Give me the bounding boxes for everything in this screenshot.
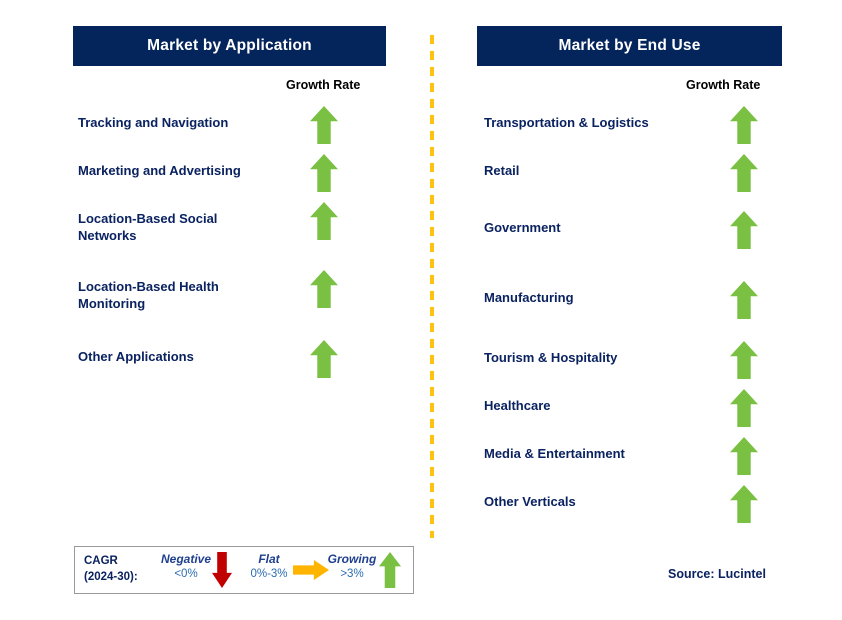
growth-rate-caption-left: Growth Rate (286, 78, 361, 92)
source-attribution: Source: Lucintel (668, 567, 766, 581)
arrow-up-icon (730, 389, 758, 427)
application-segment-row: Marketing and Advertising (78, 162, 241, 179)
end-use-segment-row: Retail (484, 162, 519, 179)
arrow-up-icon (730, 154, 758, 192)
legend-value-growing: >3% (340, 568, 364, 580)
arrow-up-icon (310, 202, 338, 240)
arrow-up-icon (730, 341, 758, 379)
end-use-segment-label: Tourism & Hospitality (484, 350, 618, 365)
application-segment-row: Other Applications (78, 348, 194, 365)
arrow-up-icon (730, 281, 758, 319)
application-segment-label: Other Applications (78, 349, 194, 364)
end-use-segment-label: Transportation & Logistics (484, 115, 649, 130)
legend-value-negative: <0% (174, 568, 198, 580)
panel-header-market-by-application: Market by Application (73, 26, 386, 66)
end-use-segment-row: Manufacturing (484, 289, 574, 306)
application-segment-label: Location-Based Health Monitoring (78, 279, 219, 311)
end-use-segment-row: Transportation & Logistics (484, 114, 649, 131)
application-segment-row: Location-Based Health Monitoring (78, 278, 219, 312)
end-use-segment-label: Healthcare (484, 398, 551, 413)
end-use-segment-row: Tourism & Hospitality (484, 349, 617, 366)
legend-label-flat: Flat (258, 552, 280, 566)
application-segment-row: Tracking and Navigation (78, 114, 228, 131)
end-use-segment-label: Manufacturing (484, 290, 574, 305)
end-use-segment-label: Government (484, 220, 561, 235)
end-use-segment-row: Healthcare (484, 397, 550, 414)
arrow-up-icon (310, 340, 338, 378)
arrow-up-icon (310, 106, 338, 144)
application-segment-label: Tracking and Navigation (78, 115, 229, 130)
legend-label-negative: Negative (160, 552, 212, 566)
arrow-up-icon (310, 154, 338, 192)
legend-label-growing: Growing (327, 552, 377, 566)
cagr-legend: CAGR (2024-30): Negative <0% Flat 0%-3% … (74, 546, 414, 594)
arrow-up-icon (310, 270, 338, 308)
legend-item-negative: Negative <0% (153, 552, 219, 580)
end-use-segment-row: Media & Entertainment (484, 445, 625, 462)
arrow-up-icon (730, 106, 758, 144)
legend-item-flat: Flat 0%-3% (236, 552, 302, 580)
arrow-up-icon (730, 485, 758, 523)
legend-title: CAGR (2024-30): (84, 555, 138, 583)
end-use-segment-row: Other Verticals (484, 493, 576, 510)
panel-header-market-by-end-use: Market by End Use (477, 26, 782, 66)
arrow-up-icon (730, 437, 758, 475)
end-use-segment-label: Retail (484, 163, 520, 178)
application-segment-row: Location-Based Social Networks (78, 210, 217, 244)
growth-rate-caption-right: Growth Rate (686, 78, 761, 92)
application-segment-label: Marketing and Advertising (78, 163, 241, 178)
legend-value-flat: 0%-3% (250, 568, 288, 580)
end-use-segment-row: Government (484, 219, 561, 236)
end-use-segment-label: Media & Entertainment (484, 446, 625, 461)
end-use-segment-label: Other Verticals (484, 494, 576, 509)
application-segment-label: Location-Based Social Networks (78, 211, 218, 243)
arrow-up-icon (730, 211, 758, 249)
vertical-dashed-divider (430, 35, 434, 538)
legend-item-growing: Growing >3% (319, 552, 385, 580)
